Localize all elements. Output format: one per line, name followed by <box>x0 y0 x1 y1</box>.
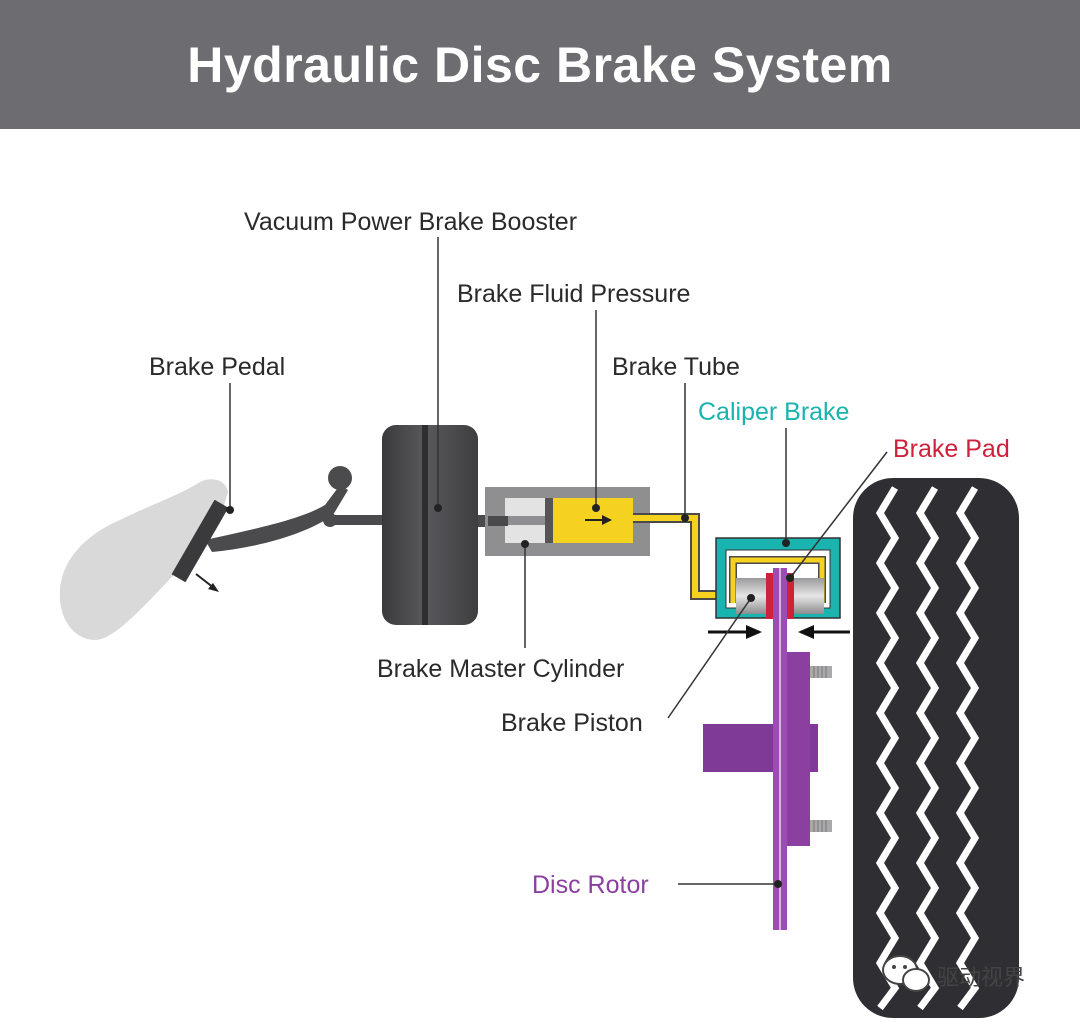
label-master-cylinder: Brake Master Cylinder <box>377 655 624 683</box>
brake-pad-right <box>786 573 794 619</box>
pedal-pivot <box>328 466 352 490</box>
brake-piston-right <box>794 578 824 614</box>
label-brake-piston: Brake Piston <box>501 709 643 737</box>
foot-silhouette <box>59 479 228 640</box>
tire-tread <box>875 486 980 1011</box>
leader-lines <box>229 237 888 885</box>
label-brake-pad: Brake Pad <box>893 435 1010 463</box>
label-fluid-pressure: Brake Fluid Pressure <box>457 280 690 308</box>
label-caliper-brake: Caliper Brake <box>698 398 849 426</box>
label-brake-pedal: Brake Pedal <box>149 353 285 381</box>
pedal-joint <box>323 513 337 527</box>
leader-dots <box>226 504 794 888</box>
pedal-arm <box>205 485 348 552</box>
label-vacuum-booster: Vacuum Power Brake Booster <box>244 208 577 236</box>
brake-pad-left <box>766 573 774 619</box>
chat-bubble-icon <box>882 955 930 992</box>
watermark-text: 驱动视界 <box>937 966 1025 991</box>
label-disc-rotor: Disc Rotor <box>532 871 649 899</box>
pedal-pushrod <box>330 515 385 525</box>
label-brake-tube: Brake Tube <box>612 353 740 381</box>
brake-pedal-pad <box>171 499 229 583</box>
diagram-title: Hydraulic Disc Brake System <box>187 36 893 93</box>
watermark: 驱动视界 <box>882 955 1025 992</box>
lug-bolts <box>810 666 832 832</box>
vacuum-booster <box>382 425 478 625</box>
title-banner: Hydraulic Disc Brake System <box>0 0 1080 129</box>
